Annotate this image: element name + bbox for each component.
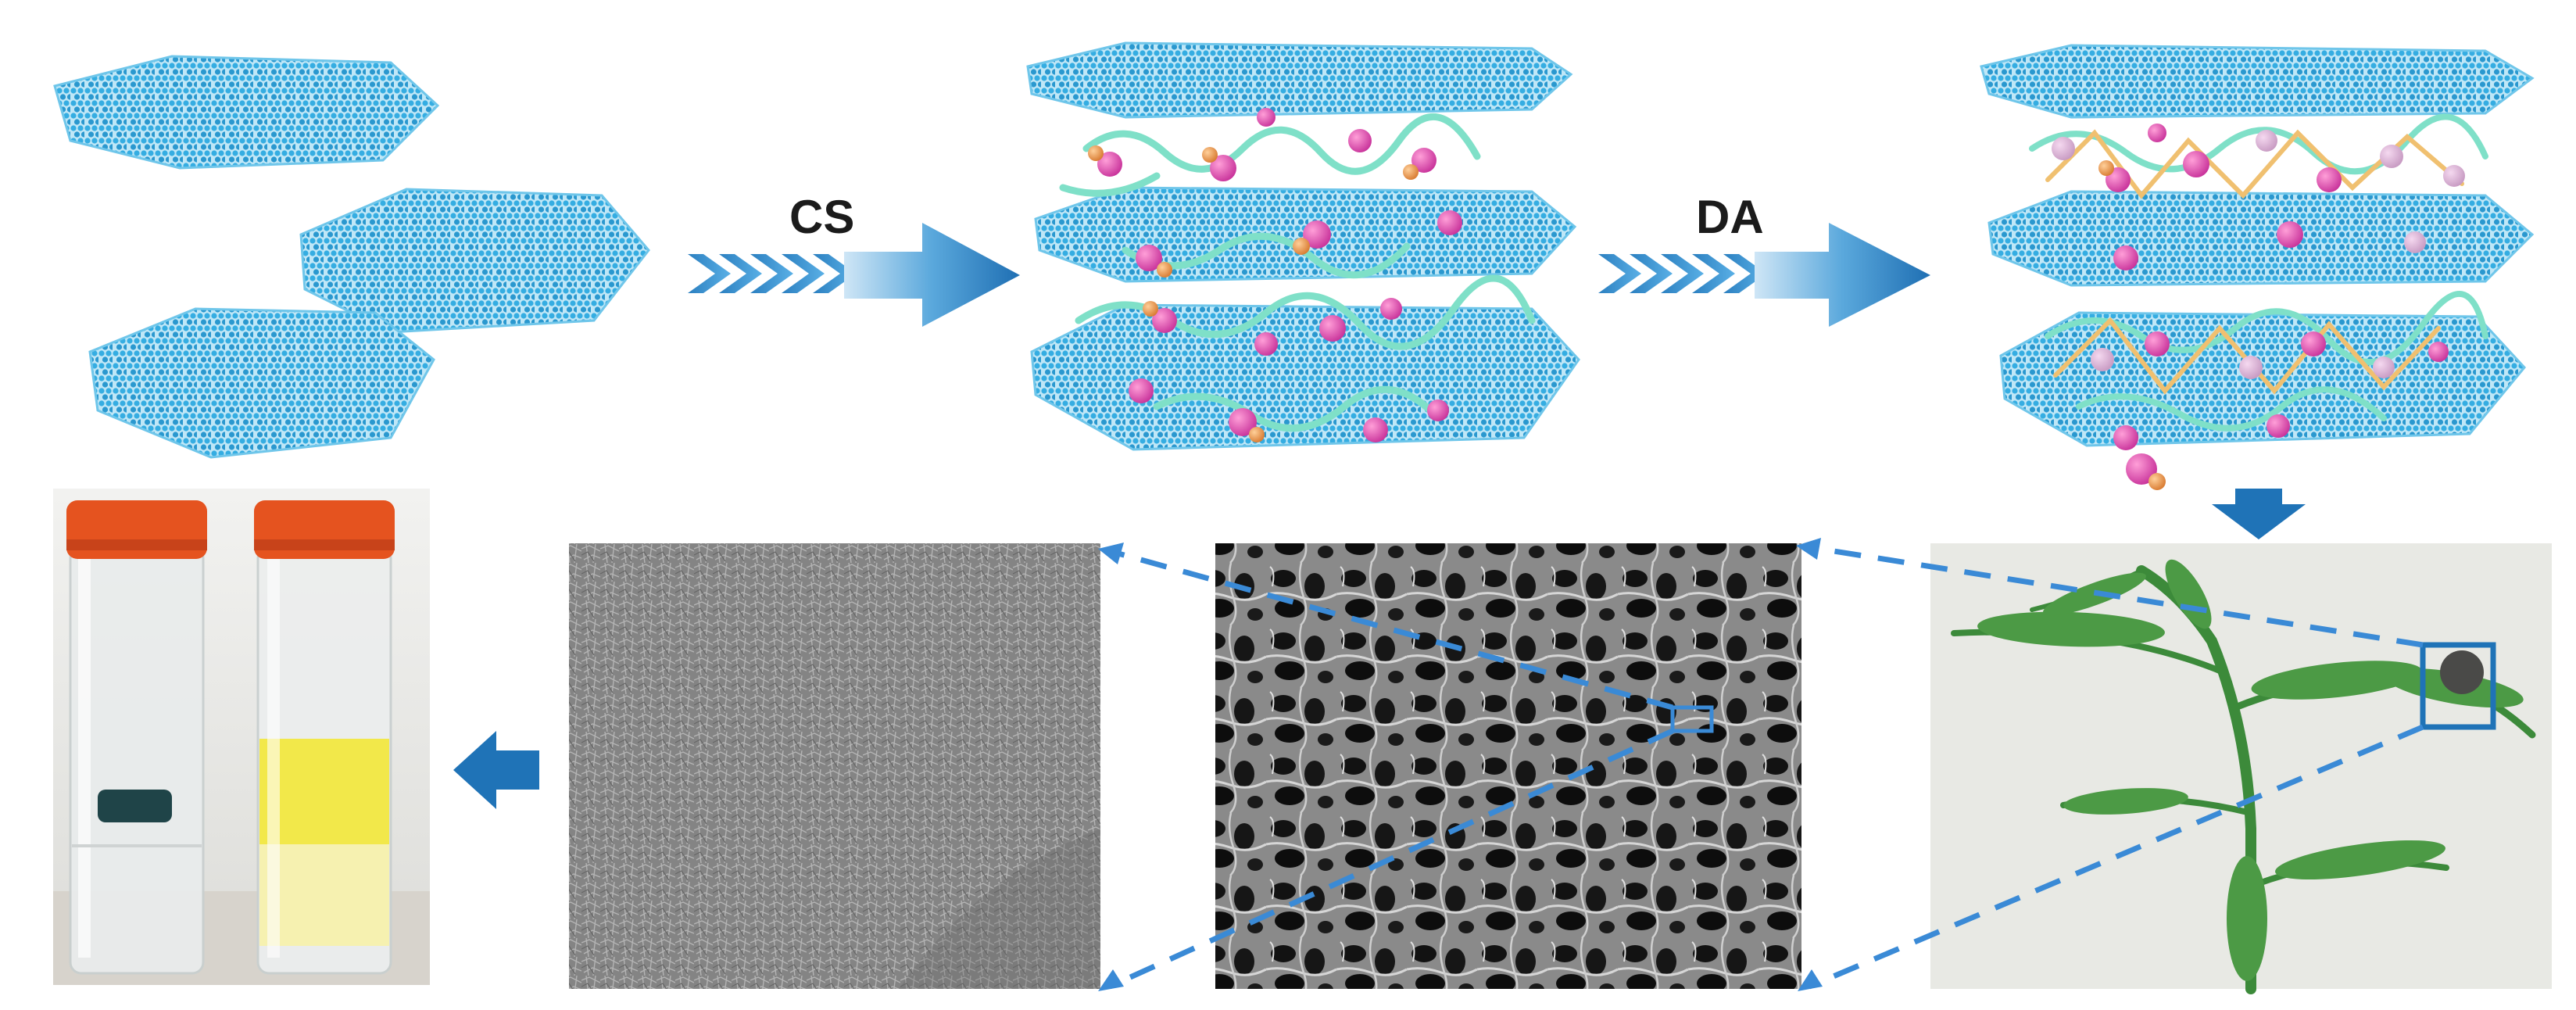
graphene-sheet-icon bbox=[88, 307, 435, 459]
graphene-sheet-icon bbox=[1987, 190, 2535, 287]
sample-highlight-box bbox=[2420, 642, 2496, 730]
vials-photo bbox=[53, 489, 430, 985]
aerogel-sample bbox=[2440, 650, 2484, 694]
zoom-box bbox=[1670, 705, 1714, 733]
polymer-beads bbox=[1088, 108, 1462, 442]
vial-icon bbox=[66, 500, 207, 975]
da-process-arrow: DA bbox=[1598, 191, 1930, 327]
graphene-sheet-icon bbox=[299, 188, 650, 334]
zoom-dashed-lines bbox=[1108, 544, 2424, 990]
da-graphene-stack bbox=[1980, 44, 2535, 490]
process-arrow-icon bbox=[688, 223, 1020, 327]
cs-process-arrow: CS bbox=[688, 191, 1020, 327]
graphene-sheet-icon bbox=[1026, 41, 1573, 119]
sem-micrograph-icon bbox=[569, 543, 1100, 989]
cs-label: CS bbox=[789, 191, 854, 243]
left-arrow-icon bbox=[453, 731, 539, 809]
graphene-sheets-group bbox=[53, 55, 650, 459]
graphene-sheet-icon bbox=[53, 55, 440, 170]
vial-icon bbox=[254, 500, 395, 975]
graphene-sheet-icon bbox=[1980, 44, 2535, 119]
cs-graphene-stack bbox=[1026, 41, 1580, 451]
plant-photo bbox=[1930, 543, 2552, 994]
zoom-arrowheads bbox=[1098, 538, 1823, 991]
da-label: DA bbox=[1696, 191, 1764, 243]
polymer-beads bbox=[2052, 124, 2465, 490]
sem-micrograph-icon bbox=[1215, 543, 1801, 989]
down-arrow-icon bbox=[2212, 489, 2306, 539]
process-arrow-icon bbox=[1598, 223, 1930, 327]
